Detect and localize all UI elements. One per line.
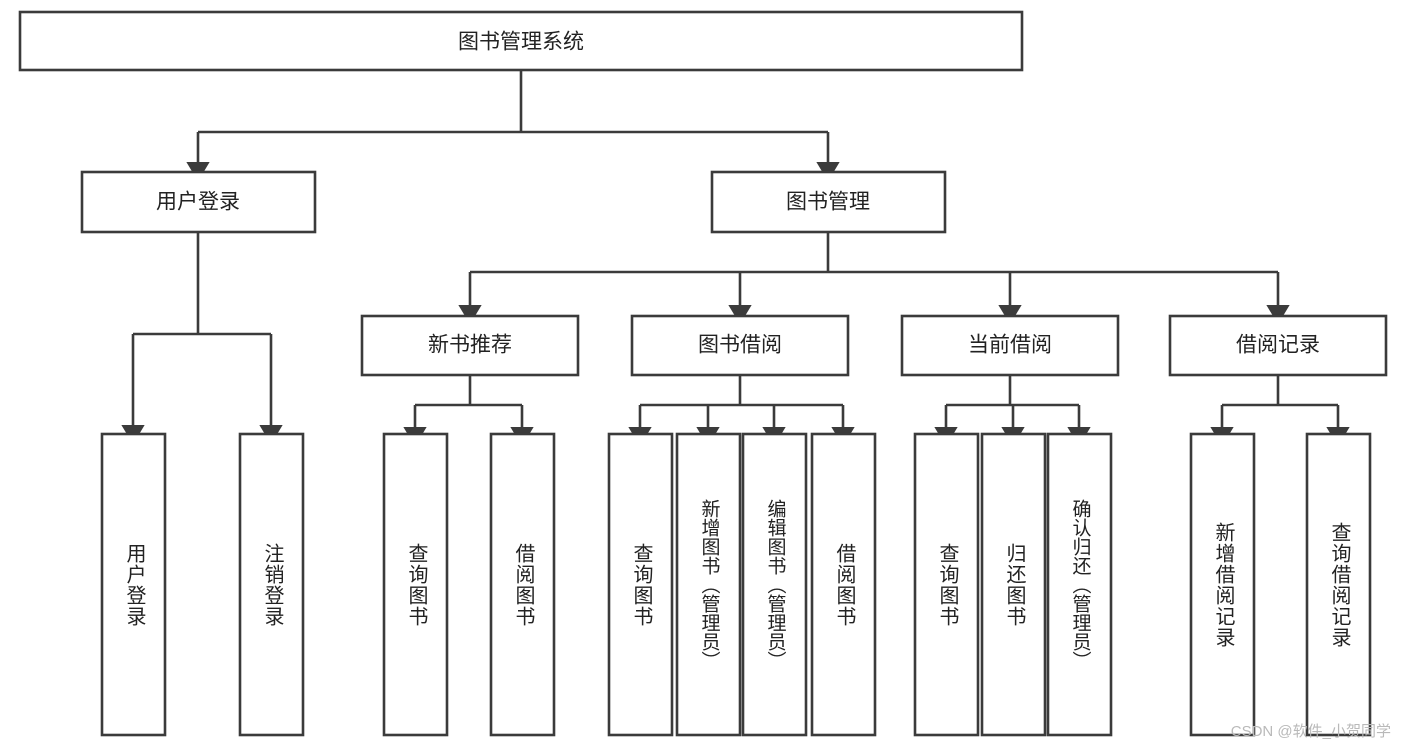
node-book-borrow-label: 图书借阅 [698,334,782,357]
node-current-borrow-label: 当前借阅 [968,334,1052,357]
connector-userlogin-to-leaves [121,232,283,445]
watermark-text: CSDN @软件_小贺同学 [1230,723,1391,740]
node-borrow-record-label: 借阅记录 [1236,334,1320,357]
node-root[interactable]: 图书管理系统 [18,10,1024,72]
node-new-book-recommend[interactable]: 新书推荐 [360,314,580,377]
leaf-box-currentborrow-1[interactable] [980,432,1047,737]
leaf-boxes-user-login [100,432,305,737]
leaf-boxes-book-borrow [607,432,877,737]
leaf-box-currentborrow-2[interactable] [1046,432,1113,737]
node-root-label: 图书管理系统 [458,31,584,54]
node-current-borrow[interactable]: 当前借阅 [900,314,1120,377]
connector-root-to-bus [186,70,840,182]
node-book-management-label: 图书管理 [786,191,870,214]
leaf-box-borrowrecord-0[interactable] [1189,432,1256,737]
leaf-box-bookborrow-1[interactable] [675,432,742,737]
node-new-book-recommend-label: 新书推荐 [428,334,512,357]
leaf-box-bookborrow-3[interactable] [810,432,877,737]
leaf-box-newbook-1[interactable] [489,432,556,737]
connector-bookmgmt-to-level3 [458,232,1290,325]
node-book-borrow[interactable]: 图书借阅 [630,314,850,377]
leaf-box-bookborrow-0[interactable] [607,432,674,737]
leaf-box-newbook-0[interactable] [382,432,449,737]
connector-borrowrecord-to-leaves [1210,375,1350,447]
leaf-box-bookborrow-2[interactable] [741,432,808,737]
node-user-login-label: 用户登录 [156,191,240,214]
leaf-boxes-borrow-record [1189,432,1372,737]
connector-newbook-to-leaves [403,375,534,447]
connector-currentborrow-to-leaves [934,375,1091,447]
leaf-boxes-current-borrow [913,432,1113,737]
node-book-management[interactable]: 图书管理 [710,170,947,234]
leaf-box-user-login-1[interactable] [238,432,305,737]
leaf-box-currentborrow-0[interactable] [913,432,980,737]
node-user-login[interactable]: 用户登录 [80,170,317,234]
node-borrow-record[interactable]: 借阅记录 [1168,314,1388,377]
leaf-box-borrowrecord-1[interactable] [1305,432,1372,737]
leaf-box-user-login-0[interactable] [100,432,167,737]
connector-bookborrow-to-leaves [628,375,855,447]
leaf-boxes-new-book-recommend [382,432,556,737]
